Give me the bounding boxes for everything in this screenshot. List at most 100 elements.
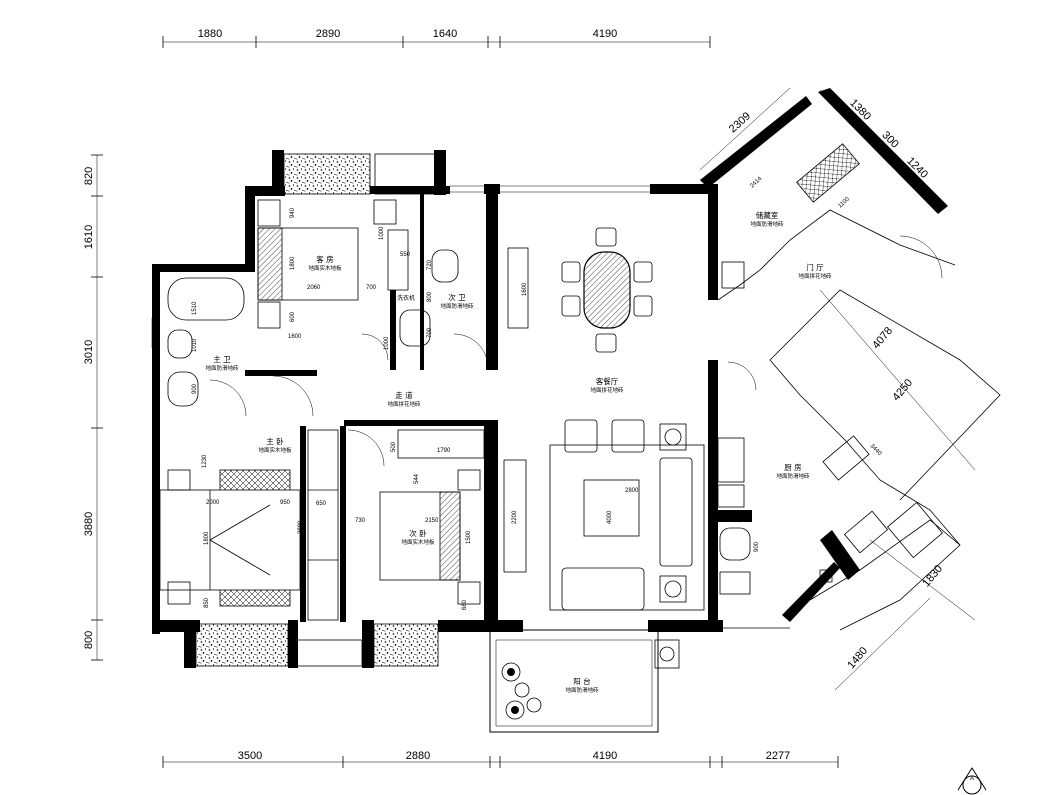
living-dining-label: 客餐厅 <box>596 376 619 386</box>
dim-master-3880: 3880 <box>298 520 304 534</box>
dim-master-1800: 1800 <box>204 531 210 545</box>
dim-left-5: 800 <box>83 631 95 649</box>
dim-bottom-1: 3500 <box>238 750 262 762</box>
washer-icon <box>654 639 680 669</box>
walls <box>152 88 948 668</box>
kitchen-floor: 地面防滑地砖 <box>776 472 810 480</box>
dim-master-2000: 2000 <box>206 500 220 506</box>
dim-bottom-4: 2277 <box>766 750 790 762</box>
storage-floor: 地面防滑地砖 <box>750 220 784 228</box>
dim-sec-500: 500 <box>391 441 397 452</box>
second-bedroom-label: 次 卧 <box>409 528 427 538</box>
dim-master-1230: 1230 <box>202 454 208 468</box>
bath-fixtures <box>167 249 459 407</box>
room-labels: 客 房 地面实木地板 次 卫 地面防滑地砖 主 卫 地面防滑地砖 走 道 地面拼… <box>205 210 832 694</box>
master-bath-floor: 地面防滑地砖 <box>205 364 239 372</box>
washer-label: 洗衣机 <box>397 294 415 302</box>
dim-top-3: 1640 <box>433 28 457 40</box>
entrance-label: 门 厅 <box>806 263 824 272</box>
planter-bottom-left <box>195 623 289 667</box>
dim-sec-730: 730 <box>355 518 366 524</box>
dim-living-2800: 2800 <box>625 488 639 494</box>
dim-bath2-1000: 1000 <box>379 226 385 240</box>
dim-guest-bed-w: 2060 <box>307 285 321 291</box>
dim-bottom-2: 2880 <box>406 750 430 762</box>
balcony-label: 阳 台 <box>573 676 590 686</box>
dim-mbath-1510: 1510 <box>192 301 198 315</box>
diagonal-dimension-right: 4078 4250 1830 1480 <box>819 289 976 691</box>
section-mark-icon: A <box>957 767 987 795</box>
storage-label: 储藏室 <box>756 210 779 220</box>
inner-dimensions: 2060 700 1800 940 600 1600 洗衣机 1000 550 … <box>192 176 883 610</box>
dim-mbath-900: 900 <box>192 383 198 394</box>
dim-top-2: 2890 <box>316 28 340 40</box>
dim-left-1: 820 <box>83 167 95 185</box>
second-bath-label: 次 卫 <box>448 292 466 302</box>
dim-tv-1600: 1600 <box>522 282 528 296</box>
dim-bath2-720: 720 <box>427 259 433 270</box>
dim-guest-940: 940 <box>290 207 296 218</box>
master-bed <box>159 429 339 621</box>
dim-sec-2150: 2150 <box>425 518 439 524</box>
dim-guest-1600: 1600 <box>288 334 302 340</box>
dim-right-4: 1480 <box>845 645 870 671</box>
dim-kitchen-650: 650 <box>748 509 754 520</box>
master-bath-label: 主 卫 <box>213 354 231 364</box>
dim-right-3: 1830 <box>920 563 945 589</box>
balcony-floor: 地面防滑地砖 <box>565 686 599 694</box>
kitchen-label: 厨 房 <box>784 462 801 472</box>
dim-bath2-800: 800 <box>427 291 433 302</box>
dim-master-950: 950 <box>280 500 291 506</box>
dim-sec-544: 544 <box>414 473 420 484</box>
left-dimension-line: 820 1610 3010 3880 800 <box>83 154 103 661</box>
dim-guest-bed-h: 1800 <box>290 256 296 270</box>
dim-guest-600: 600 <box>290 311 296 322</box>
second-bedroom-floor: 地面实木地板 <box>401 538 435 546</box>
door-swings <box>209 235 943 467</box>
dim-right-2: 4250 <box>890 377 915 403</box>
master-bedroom-floor: 地面实木地板 <box>258 446 292 454</box>
second-bed <box>379 429 485 605</box>
dim-storage-1100: 1100 <box>837 196 851 210</box>
balcony <box>489 629 680 733</box>
dim-master-650: 650 <box>316 501 327 507</box>
dim-bath2-700: 700 <box>427 327 433 338</box>
corridor-label: 走 道 <box>395 390 413 400</box>
dining-table <box>561 227 653 353</box>
dim-bath2-1000b: 1000 <box>384 336 390 350</box>
planter-top <box>283 153 371 195</box>
dim-sec-680: 680 <box>462 599 468 610</box>
dim-right-1: 4078 <box>870 325 895 351</box>
planter-bottom-mid <box>373 623 439 667</box>
entrance-floor: 地面拼花地砖 <box>798 272 832 280</box>
section-mark-label: A <box>970 776 974 782</box>
dim-kitchen-3440: 3440 <box>869 443 883 457</box>
dim-sec-1500: 1500 <box>466 530 472 544</box>
dim-mbath-1010: 1010 <box>192 338 198 352</box>
guest-room-label: 客 房 <box>316 254 333 264</box>
guest-bed <box>257 199 409 329</box>
dim-bath2-550: 550 <box>400 252 411 258</box>
kitchen-fixtures <box>717 143 943 595</box>
corridor-floor: 地面拼花地砖 <box>387 400 421 408</box>
living-furniture <box>503 247 705 611</box>
balcony-bottom-window-1 <box>291 639 363 667</box>
second-bath-floor: 地面防滑地砖 <box>440 302 474 310</box>
dim-top-4: 4190 <box>593 28 617 40</box>
dim-kitchen-900: 900 <box>754 541 760 552</box>
dim-storage-2414: 2414 <box>749 176 763 190</box>
dim-top-1: 1880 <box>198 28 222 40</box>
dim-bottom-3: 4190 <box>593 750 617 762</box>
dim-living-4000: 4000 <box>607 510 613 524</box>
top-dimension-line: 1880 2890 1640 4190 <box>162 28 711 48</box>
master-bedroom-label: 主 卧 <box>266 436 284 446</box>
dim-living-2200: 2200 <box>512 510 518 524</box>
windows <box>151 185 650 349</box>
plant-icon <box>501 662 542 720</box>
bottom-dimension-line: 3500 2880 4190 2277 <box>162 750 839 768</box>
dim-guest-gap: 700 <box>366 285 377 291</box>
dim-sec-1790: 1790 <box>437 448 451 454</box>
guest-room-floor: 地面实木地板 <box>308 264 342 272</box>
dim-left-2: 1610 <box>83 225 95 249</box>
